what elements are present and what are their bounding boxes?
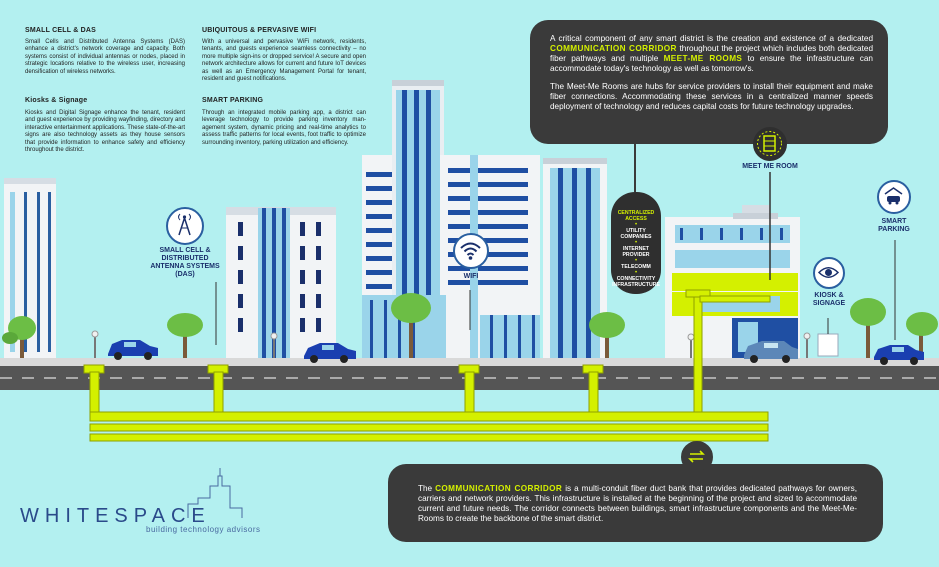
communication-corridor-conduit [83, 289, 771, 442]
trees [2, 293, 938, 360]
bullet-dot: • [634, 240, 638, 246]
top-callout-paragraph-1: A critical component of any smart distri… [550, 34, 873, 74]
access-item-utility: UTILITY COMPANIES [620, 228, 652, 240]
logo-skyline [187, 468, 243, 518]
eye-icon [817, 267, 840, 278]
access-item-internet: INTERNET PROVIDER [622, 246, 650, 258]
section-body-kiosks: Kiosks and Digital Signage enhance the t… [25, 110, 185, 154]
bullet-dot: • [634, 222, 638, 228]
text-span: is a multi-conduit fiber duct bank that … [418, 484, 857, 523]
bullet-dot: • [634, 270, 638, 276]
section-title-small-cell: SMALL CELL & DAS [25, 27, 96, 34]
corridor-marker [681, 441, 713, 473]
section-title-wifi: UBIQUITOUS & PERVASIVE WIFI [202, 27, 317, 34]
sidewalk [0, 358, 939, 366]
highlight-meet-me-rooms: MEET-ME ROOMS [663, 54, 743, 63]
building-tower-group [362, 80, 607, 360]
section-title-smart-parking: SMART PARKING [202, 97, 264, 104]
section-body-smart-parking: Through an integrated mobile parking app… [202, 110, 366, 146]
text-span: The [418, 484, 436, 493]
wifi-label: WIFI [463, 273, 479, 280]
kiosk-label: KIOSK & SIGNAGE [812, 292, 846, 307]
cars [108, 340, 924, 365]
conduit-arrows-icon [688, 450, 705, 463]
text-span: A critical component of any smart distri… [550, 34, 873, 43]
building-two [226, 207, 336, 360]
wifi-icon [460, 242, 481, 260]
smart-parking-marker [877, 180, 911, 214]
parking-garage-icon [884, 187, 903, 205]
section-body-wifi: With a universal and pervasive WiFi netw… [202, 39, 366, 83]
street-lamps [91, 330, 811, 360]
highlight-communication-corridor: COMMUNICATION CORRIDOR [435, 484, 563, 493]
kiosk-marker [813, 257, 845, 289]
meet-me-room-label: MEET ME ROOM [742, 163, 798, 170]
top-callout-paragraph-2: The Meet-Me Rooms are hubs for service p… [550, 82, 873, 111]
kiosk-sign [817, 333, 839, 357]
access-pill-title: CENTRALIZED ACCESS [617, 210, 655, 222]
bullet-dot: • [634, 258, 638, 264]
meet-me-room-marker [753, 127, 787, 161]
smart-parking-label: SMART PARKING [878, 218, 910, 233]
small-cell-label: SMALL CELL & DISTRIBUTED ANTENNA SYSTEMS… [150, 247, 220, 278]
small-cell-marker [166, 207, 204, 245]
bottom-callout: The COMMUNICATION CORRIDOR is a multi-co… [388, 464, 883, 542]
text-span: throughout the project which includes bo… [550, 44, 873, 63]
text-span: to ensure the infrastructure can accommo… [550, 54, 873, 73]
building-right [665, 205, 800, 360]
logo-wordmark: WHITESPACE [20, 505, 211, 527]
server-rack-icon [757, 131, 782, 156]
centralized-access-pill: CENTRALIZED ACCESS • UTILITY COMPANIES •… [611, 192, 661, 294]
highlight-communication-corridor: COMMUNICATION CORRIDOR [550, 44, 677, 53]
section-title-kiosks: Kiosks & Signage [25, 97, 88, 104]
cell-tower-icon [178, 213, 191, 236]
logo-tagline: building technology advisors [146, 525, 261, 534]
section-body-small-cell: Small Cells and Distributed Antenna Syst… [25, 39, 185, 75]
access-item-connectivity: CONNECTIVITY INFRASTRUCTURE [612, 276, 660, 288]
access-item-telecomm: TELECOMM [621, 264, 651, 270]
top-callout: A critical component of any smart distri… [530, 20, 888, 144]
wifi-marker [453, 233, 489, 269]
